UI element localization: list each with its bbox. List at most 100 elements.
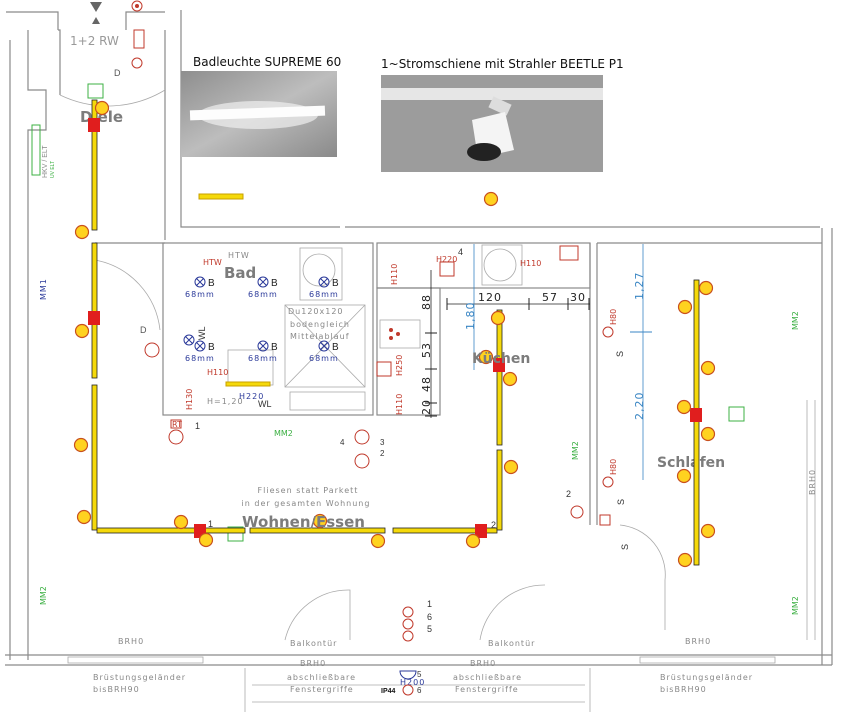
h110-label: H110 [520,259,541,268]
cooktop-dot [389,328,393,332]
switch-icon [402,618,414,630]
handle-line1: abschließbare [453,673,522,682]
railing-line2: bisBRH90 [93,685,140,694]
htw-red-label: HTW [203,258,222,267]
spotlight-icon [483,191,499,207]
brh-label: BRH0 [808,469,817,495]
entrance-label: 1+2 RW [70,34,119,48]
socket-icon [168,429,184,445]
mirror-light-symbol [225,381,271,387]
entrance-arrow-icon [92,17,100,24]
balcony-door-label: Balkontür [488,639,535,648]
h200-label: H200 [400,678,425,687]
downlight-size-label: 68mm [185,354,215,363]
track-rail [91,99,98,231]
room-label-bad: Bad [224,264,256,282]
spotlights [73,100,716,568]
spotlight-icon [700,426,716,442]
spotlight-icon [698,280,714,296]
room-label-kuechen: Küchen [472,351,530,367]
track-connector [88,118,100,132]
downlight-type-label: B [332,278,339,289]
circuit-label: D [140,325,147,335]
downlight-size-label: 68mm [248,354,278,363]
balcony-door-label: Balkontür [290,639,337,648]
spotlight-icon [478,349,494,365]
downlight-size-label: 68mm [248,290,278,299]
downlight-icon [318,340,330,352]
spotlight-icon [76,509,92,525]
spotlight-icon [94,100,110,116]
track-connector [493,358,505,372]
track-rail [392,527,498,534]
dim-57: 57 [542,291,558,304]
circuit-label: 6 [427,612,432,622]
handle-line2: Fenstergriffe [455,685,519,694]
track-rail [693,279,700,566]
spotlight-icon [676,468,692,484]
spotlight-icon [700,523,716,539]
room-label-wohnen: Wohnen/Essen [242,513,365,531]
dim-88: 88 [420,294,433,310]
ip44-label: IP44 [381,688,396,695]
floor-note-line2: in der gesamten Wohnung [242,499,371,508]
window-contact-icon [227,526,244,542]
wl-label: WL [258,399,272,409]
cooktop-dot [389,336,393,340]
h110-label: H110 [395,394,404,415]
spotlight-icon [503,459,519,475]
mm2-label: MM2 [571,441,580,460]
mm1-label: MM1 [39,278,48,300]
socket-icon [439,261,455,277]
spotlight-icon [312,513,328,529]
track-connector [475,524,487,538]
bath-light-symbol [198,193,244,200]
downlight-cross [259,342,267,350]
downlight-size-label: 68mm [309,290,339,299]
downlight-icon [257,340,269,352]
downlight-type-label: B [208,278,215,289]
track-connector [88,311,100,325]
mount-height-label: H=1,20 [207,397,244,406]
spotlight-icon [198,532,214,548]
dim-120: 120 [478,291,502,304]
downlight-icon [318,276,330,288]
spotlight-icon [173,514,189,530]
dim-53: 53 [420,342,433,358]
h250-label: H250 [395,355,404,376]
h80-label: H80 [609,309,618,325]
doorbell-icon [131,0,143,12]
circuit-label: 1 [208,519,213,529]
downlight-cross [196,342,204,350]
spotlight-icon [490,310,506,326]
bedroom-measurements: 1,27 2,20 [630,244,652,480]
circuit-label: 1 [427,599,432,609]
rt-label: RT [172,420,182,429]
rt-box [170,419,182,429]
circuit-label: 4 [340,438,345,447]
track-rail [249,527,386,534]
product-label-track-spot: 1~Stromschiene mit Strahler BEETLE P1 [381,57,624,71]
mm2-label: MM2 [791,596,800,615]
brh-label: BRH0 [685,637,711,646]
shower-line2: bodengleich [290,320,350,329]
track-rails [91,99,700,566]
circuit-label: 5 [417,670,422,679]
downlight-cross [320,342,328,350]
window-contact-icon [87,83,104,99]
spotlight-icon [370,533,386,549]
socket-icon [144,342,160,358]
circuit-label: 2 [566,489,571,499]
downlight-cross [320,278,328,286]
downlight-type-label: B [332,342,339,353]
switch-s-label: S [615,351,625,357]
circuit-label: 5 [427,624,432,634]
fridge-socket-icon [559,245,579,261]
mm2-label: MM2 [791,311,800,330]
measure-127: 1,27 [633,272,646,301]
spotlight-icon [73,437,89,453]
downlight-icon [194,340,206,352]
socket-icon [131,57,143,69]
oven-icon [376,361,392,377]
